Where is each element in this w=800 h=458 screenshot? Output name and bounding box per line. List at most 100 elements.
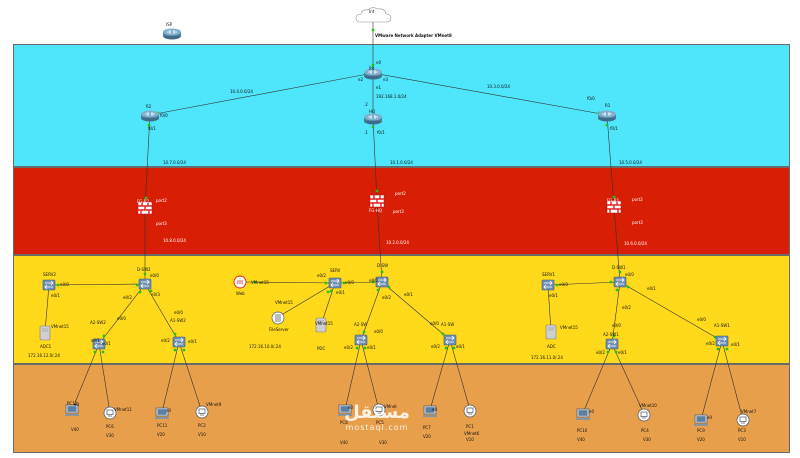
hq-router-icon[interactable] <box>363 113 383 125</box>
core-router-name: R0 <box>369 66 375 71</box>
serv1-name: SERV1 <box>542 272 555 277</box>
subnet-fw-right-down: 10.6.0.0/24 <box>624 241 647 246</box>
serv1-switch-icon[interactable] <box>541 279 555 291</box>
fg-r1-name: FG-R1 <box>607 198 620 203</box>
fg-hq-port3: port3 <box>393 209 404 214</box>
a1-sw2-name: A1-SW2 <box>170 318 186 323</box>
zone-core <box>13 44 790 167</box>
r1-router-icon[interactable] <box>597 110 617 122</box>
pc2-vlan: V10 <box>198 432 206 437</box>
zone-distribution <box>13 255 790 364</box>
pc2-port: VMnet9 <box>206 402 222 407</box>
pc3-icon[interactable] <box>736 413 750 427</box>
dsw-port-c: e0/1 <box>404 292 413 297</box>
pc6-name: PC6 <box>106 424 114 429</box>
pc4-name: PC4 <box>641 428 649 433</box>
pc9-icon[interactable] <box>693 414 709 427</box>
serv-port-c: e0/1 <box>336 290 345 295</box>
serv2-name: SERV2 <box>43 272 56 277</box>
pdc-name: PDC <box>317 346 326 351</box>
adc-server-icon[interactable] <box>545 324 557 340</box>
internet-cloud-icon[interactable] <box>355 7 392 23</box>
pc1-icon[interactable] <box>463 404 477 418</box>
serv-port-b: e0/0 <box>345 280 354 285</box>
a1-sw-port-c: e0/1 <box>456 344 465 349</box>
pc10-vlan: V40 <box>577 437 585 442</box>
fg-r1-port3: port3 <box>632 220 643 225</box>
core-port-e3: e3 <box>383 77 389 82</box>
web-name: Web <box>236 291 245 296</box>
pc2-icon[interactable] <box>195 405 209 419</box>
pc10-icon[interactable] <box>575 408 591 421</box>
a2-sw2-name: A2-SW2 <box>90 320 106 325</box>
r2-router-icon[interactable] <box>140 110 160 122</box>
pc10-port: e0 <box>589 409 595 414</box>
pc5-name: PC5 <box>376 420 384 425</box>
fileserver-icon[interactable] <box>271 311 285 325</box>
isp-router-icon[interactable] <box>162 28 182 40</box>
serv-name: SERV <box>330 268 341 273</box>
pc1-name: PC1 <box>466 424 474 429</box>
adc-vmnet: VMnet15 <box>560 325 578 330</box>
a2-sw1-switch-icon[interactable] <box>605 338 619 350</box>
fileserver-vmnet: VMnet15 <box>275 300 293 305</box>
a1-sw-port-a: e0/0 <box>430 321 439 326</box>
pc6-vlan: V30 <box>106 433 114 438</box>
serv2-switch-icon[interactable] <box>42 279 56 291</box>
pc2-name: PC2 <box>198 423 206 428</box>
hq-port-b: .1 <box>364 130 368 135</box>
pc11-vlan: V20 <box>157 432 165 437</box>
fg-hq-firewall-icon[interactable] <box>369 194 385 208</box>
a2-sw1-port-b: e0/2 <box>596 350 605 355</box>
hq-name: HQ <box>369 109 376 114</box>
fg-r2-name: FG-R2 <box>137 199 150 204</box>
adc1-server-icon[interactable] <box>39 325 51 341</box>
core-port-e2: e2 <box>358 77 364 82</box>
a1-sw2-port-a: e0/0 <box>174 310 183 315</box>
pc11-port: e0 <box>166 408 172 413</box>
pc5-vlan: V30 <box>379 440 387 445</box>
r2-port-a: f0/0 <box>160 113 168 118</box>
pc6-port: VMnet11 <box>114 407 132 412</box>
serv2-port-left: e0/1 <box>51 293 60 298</box>
internet-label: Int <box>369 9 375 14</box>
r2-port-b: f0/1 <box>148 126 156 131</box>
pc10-name: PC10 <box>577 428 588 433</box>
mid-subnet: 172.16.10.0/.24 <box>249 344 281 349</box>
dsw-name: D-SW <box>377 263 389 268</box>
subnet-hq-fw: 10.1.0.0/24 <box>390 160 413 165</box>
a1-sw2-switch-icon[interactable] <box>172 336 186 348</box>
zone-access <box>13 364 790 453</box>
a2-sw-switch-icon[interactable] <box>354 334 368 346</box>
a1-sw1-port-b: e0/2 <box>706 341 715 346</box>
a1-sw1-port-c: e0/1 <box>731 342 740 347</box>
fileserver-name: FileServer <box>269 327 289 332</box>
pc8-port: e0 <box>348 405 354 410</box>
vmware-adapter-label: VMware Network Adapter VMnet8 <box>375 33 452 38</box>
pc12-vlan: V40 <box>71 427 79 432</box>
a1-sw1-port-a: e0/0 <box>697 317 706 322</box>
pc7-port: e0 <box>432 407 438 412</box>
pc4-icon[interactable] <box>637 408 651 422</box>
web-vmnet: VMnet15 <box>251 280 269 285</box>
hq-port-c: f0/1 <box>377 130 385 135</box>
pc4-port: VMnet10 <box>639 403 657 408</box>
adc1-vmnet: VMnet15 <box>51 324 69 329</box>
a1-sw-port-b: e0/2 <box>431 344 440 349</box>
dsw1-name: D-SW1 <box>612 265 626 270</box>
fg-hq-name: FG-HQ <box>369 208 382 213</box>
right-subnet: 172.16.11.0/.24 <box>531 355 563 360</box>
isp-label: ISP <box>166 22 173 27</box>
dsw2-switch-icon[interactable] <box>138 278 152 290</box>
a2-sw1-port-a: e0/0 <box>612 323 621 328</box>
a1-sw-switch-icon[interactable] <box>443 334 457 346</box>
left-subnet: 172.16.12.0/.24 <box>28 353 60 358</box>
serv-switch-icon[interactable] <box>328 277 342 289</box>
pc3-name: PC3 <box>738 428 746 433</box>
web-host-icon[interactable] <box>233 275 247 289</box>
dsw1-switch-icon[interactable] <box>613 276 627 288</box>
a2-sw-port-c: e0/1 <box>367 345 376 350</box>
pc7-name: PC7 <box>423 425 431 430</box>
a1-sw1-switch-icon[interactable] <box>715 335 729 347</box>
dsw1-port-b: e0/1 <box>647 286 656 291</box>
